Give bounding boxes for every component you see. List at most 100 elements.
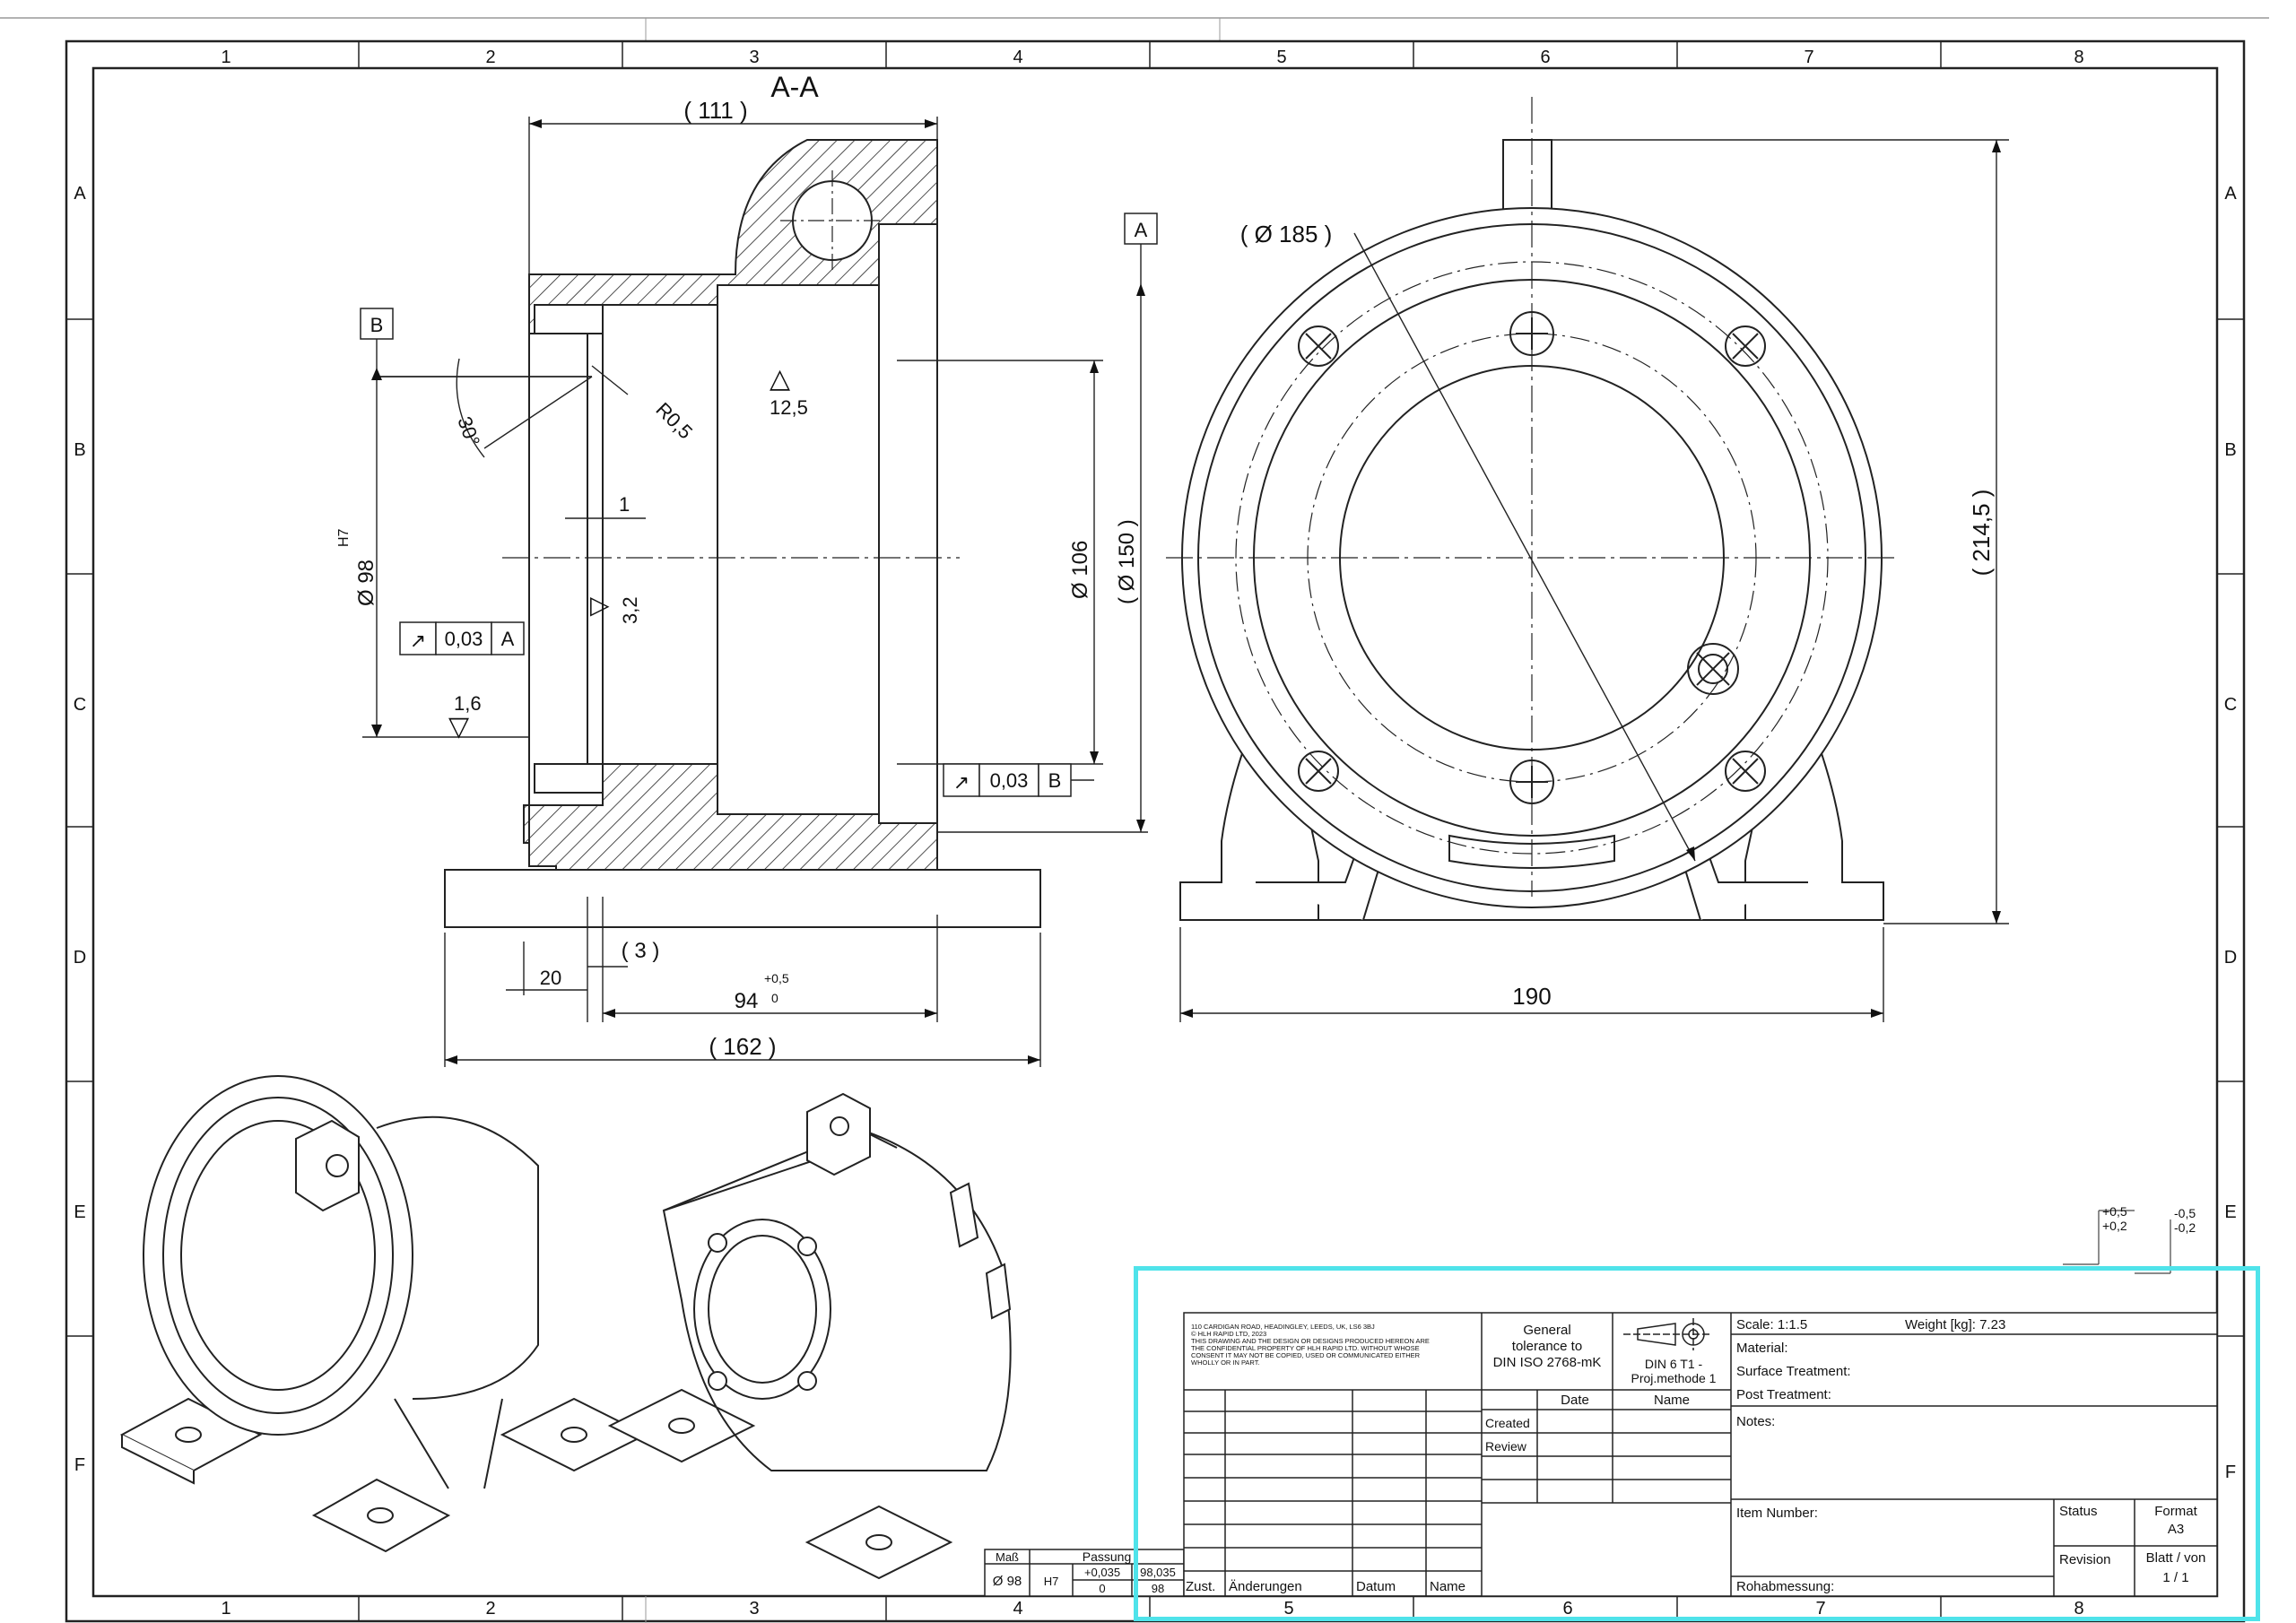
col-label-bottom: 3	[749, 1599, 759, 1619]
fit-h7-label: H7	[336, 528, 352, 547]
revision-label: Revision	[2059, 1552, 2111, 1567]
scale-label: Scale: 1:1.5	[1736, 1317, 1807, 1332]
col-label-bottom: 5	[1283, 1599, 1293, 1619]
svg-text:A: A	[501, 628, 515, 650]
roughness-16-symbol: ▽	[448, 711, 469, 742]
review-label: Review	[1485, 1439, 1527, 1454]
format-value: A3	[2168, 1522, 2184, 1537]
fit-table: Maß Passung Ø 98 H7 +0,035 0 98,035 98	[984, 1549, 1185, 1597]
name-change-header: Name	[1430, 1579, 1465, 1594]
svg-text:+0,2: +0,2	[2102, 1219, 2127, 1233]
title-block-text: 110 CARDIGAN ROAD, HEADINGLEY, LEEDS, UK…	[1186, 1317, 2205, 1594]
top-lug	[1502, 139, 1552, 213]
roughness-125-symbol: △	[770, 363, 790, 395]
dim-dia185: ( Ø 185 )	[1240, 221, 1333, 247]
col-label-top: 8	[2074, 48, 2083, 67]
col-label-bottom: 8	[2074, 1599, 2083, 1619]
copyright-line: THIS DRAWING AND THE DESIGN OR DESIGNS P…	[1191, 1337, 1430, 1345]
col-label-top: 5	[1276, 48, 1286, 67]
row-label-left: A	[74, 184, 86, 204]
dim-20: 20	[540, 967, 561, 989]
projection-label: DIN 6 T1 -	[1645, 1357, 1703, 1371]
svg-text:-0,5: -0,5	[2174, 1206, 2196, 1220]
created-label: Created	[1485, 1416, 1530, 1430]
dim-94-tol-zero: 0	[771, 991, 778, 1005]
row-label-left: F	[74, 1455, 85, 1475]
svg-text:A: A	[1135, 219, 1148, 241]
grid-labels: 1 2 3 4 5 6 7 8 1 2 3 4 5 6 7 8 A B C D …	[74, 48, 2238, 1619]
col-label-top: 1	[221, 48, 230, 67]
dim-r05: R0,5	[651, 398, 697, 444]
copyright-line: © HLH RAPID LTD, 2023	[1191, 1330, 1266, 1338]
row-label-right: B	[2224, 440, 2236, 460]
copyright-line: THE CONFIDENTIAL PROPERTY OF HLH RAPID L…	[1191, 1344, 1420, 1352]
isometric-view-right	[607, 1092, 1012, 1580]
section-title: A-A	[770, 71, 819, 103]
format-label: Format	[2154, 1504, 2197, 1519]
col-label-top: 4	[1013, 48, 1022, 67]
col-label-bottom: 1	[221, 1599, 230, 1619]
date-header: Date	[1561, 1393, 1589, 1408]
svg-text:Ø 98: Ø 98	[993, 1574, 1022, 1589]
dim-94: 94	[735, 989, 759, 1013]
roughness-32-symbol: ▷	[590, 590, 610, 620]
svg-text:Maß: Maß	[996, 1550, 1019, 1564]
dim-111: ( 111 )	[683, 97, 747, 124]
svg-text:+0,5: +0,5	[2102, 1204, 2127, 1219]
sheet-value: 1 / 1	[2162, 1570, 2188, 1585]
datum-header: Datum	[1356, 1579, 1396, 1594]
col-label-bottom: 6	[1562, 1599, 1572, 1619]
dim-dia150: ( Ø 150 )	[1115, 519, 1139, 604]
svg-text:98: 98	[1152, 1582, 1164, 1595]
dim-dia98: Ø 98	[354, 560, 378, 606]
section-labels: A-A ( 111 ) R0,5 30° △ 12,5 1 ▷ 3,2 ▽ 1,…	[336, 71, 1139, 1060]
row-label-left: E	[74, 1202, 85, 1222]
col-label-top: 2	[485, 48, 495, 67]
rohabmessung-label: Rohabmessung:	[1736, 1579, 1834, 1594]
material-label: Material:	[1736, 1341, 1788, 1356]
svg-text:0,03: 0,03	[445, 628, 483, 650]
copyright-line: 110 CARDIGAN ROAD, HEADINGLEY, LEEDS, UK…	[1191, 1323, 1375, 1331]
runout-frame-b: ↗ 0,03 B	[943, 763, 1094, 797]
col-label-top: 3	[749, 48, 759, 67]
row-label-left: D	[74, 948, 86, 968]
front-labels: ( Ø 185 ) ( 214,5 ) 190	[1240, 221, 1995, 1010]
row-label-right: A	[2224, 184, 2237, 204]
dim-rough-125: 12,5	[770, 396, 808, 419]
dim-30deg: 30°	[453, 413, 484, 449]
isometric-view-left	[119, 1075, 648, 1553]
dim-3: ( 3 )	[622, 939, 660, 963]
dim-1: 1	[619, 493, 630, 516]
svg-text:0,03: 0,03	[990, 769, 1029, 792]
svg-text:Passung: Passung	[1083, 1549, 1131, 1564]
surface-treatment-label: Surface Treatment:	[1736, 1364, 1851, 1379]
dim-162: ( 162 )	[709, 1033, 776, 1060]
post-treatment-label: Post Treatment:	[1736, 1387, 1831, 1402]
svg-text:H7: H7	[1044, 1575, 1059, 1588]
copyright-line: CONSENT IT MAY NOT BE COPIED, USED OR CO…	[1191, 1351, 1421, 1359]
dim-dia106: Ø 106	[1068, 541, 1092, 599]
weight-label: Weight [kg]: 7.23	[1905, 1317, 2005, 1332]
dim-rough-16: 1,6	[454, 692, 482, 715]
section-arrows	[371, 119, 1145, 1064]
copyright-line: WHOLLY OR IN PART.	[1191, 1358, 1260, 1367]
svg-text:-0,2: -0,2	[2174, 1220, 2196, 1235]
section-view	[444, 139, 1041, 928]
col-label-top: 6	[1540, 48, 1550, 67]
status-label: Status	[2059, 1504, 2098, 1519]
base-plate	[444, 869, 1041, 928]
svg-text:↗: ↗	[410, 630, 426, 653]
bolt-holes	[1298, 311, 1766, 804]
svg-text:98,035: 98,035	[1140, 1566, 1176, 1579]
projection-label: Proj.methode 1	[1631, 1371, 1717, 1385]
row-label-right: F	[2225, 1462, 2236, 1482]
sheet-label: Blatt / von	[2146, 1550, 2206, 1566]
general-tolerance: General	[1523, 1323, 1570, 1338]
zust-header: Zust.	[1186, 1579, 1215, 1594]
row-label-right: E	[2224, 1202, 2236, 1222]
name-header: Name	[1654, 1393, 1690, 1408]
svg-text:B: B	[1048, 769, 1062, 792]
svg-text:↗: ↗	[953, 772, 970, 794]
tolerance-marks: +0,5 +0,2 -0,5 -0,2	[2063, 1204, 2196, 1274]
